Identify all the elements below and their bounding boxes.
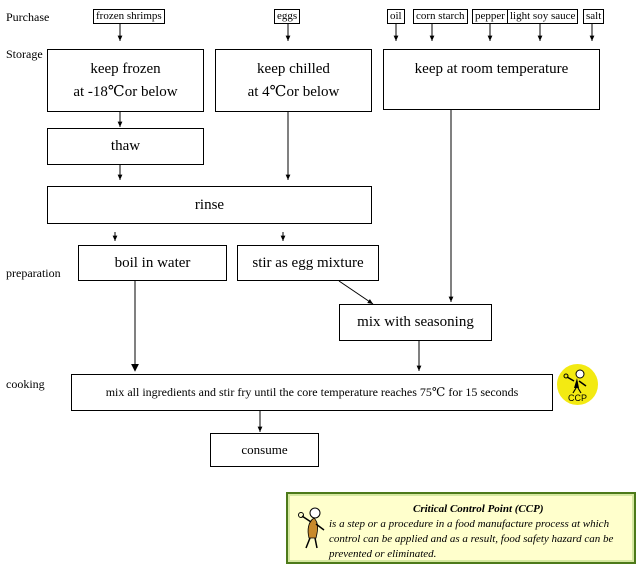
ccp-legend-title: Critical Control Point (CCP) [413,503,544,515]
step-keep-frozen: keep frozen at -18℃or below [47,49,204,112]
step-keep-room-temperature: keep at room temperature [383,49,600,110]
step-boil-in-water: boil in water [78,245,227,281]
step-rinse: rinse [47,186,372,224]
ingredient-frozen-shrimps: frozen shrimps [93,9,165,24]
keep-chilled-line1: keep chilled [257,60,330,77]
chef-icon [563,369,587,394]
room-temperature-text: keep at room temperature [414,61,569,77]
step-stir-egg-mixture: stir as egg mixture [237,245,379,281]
ingredient-oil: oil [387,9,405,24]
stage-label-purchase: Purchase [6,10,50,24]
keep-frozen-line1: keep frozen [90,60,161,77]
step-mix-with-seasoning: mix with seasoning [339,304,492,341]
chef-icon [298,507,325,549]
ccp-badge: CCP [557,364,598,405]
ingredient-eggs: eggs [274,9,301,24]
keep-frozen-line2: at -18℃or below [73,83,178,100]
ccp-legend: Critical Control Point (CCP) is a step o… [286,492,636,564]
step-stir-fry: mix all ingredients and stir fry until t… [71,374,553,411]
keep-chilled-line2: at 4℃or below [247,83,340,100]
ingredient-pepper: pepper [472,9,508,24]
step-consume: consume [210,433,319,467]
stage-label-cooking: cooking [6,377,45,391]
arrow-stir-to-mix [338,280,374,305]
ccp-legend-text: is a step or a procedure in a food manuf… [329,518,614,560]
ingredient-salt: salt [583,9,605,24]
ingredient-light-soy-sauce: light soy sauce [507,9,579,24]
step-thaw: thaw [47,128,204,165]
ingredient-corn-starch: corn starch [413,9,468,24]
stage-label-preparation: preparation [6,266,61,280]
ccp-badge-label: CCP [567,393,587,403]
stage-label-storage: Storage [6,47,43,61]
step-keep-chilled: keep chilled at 4℃or below [215,49,372,112]
